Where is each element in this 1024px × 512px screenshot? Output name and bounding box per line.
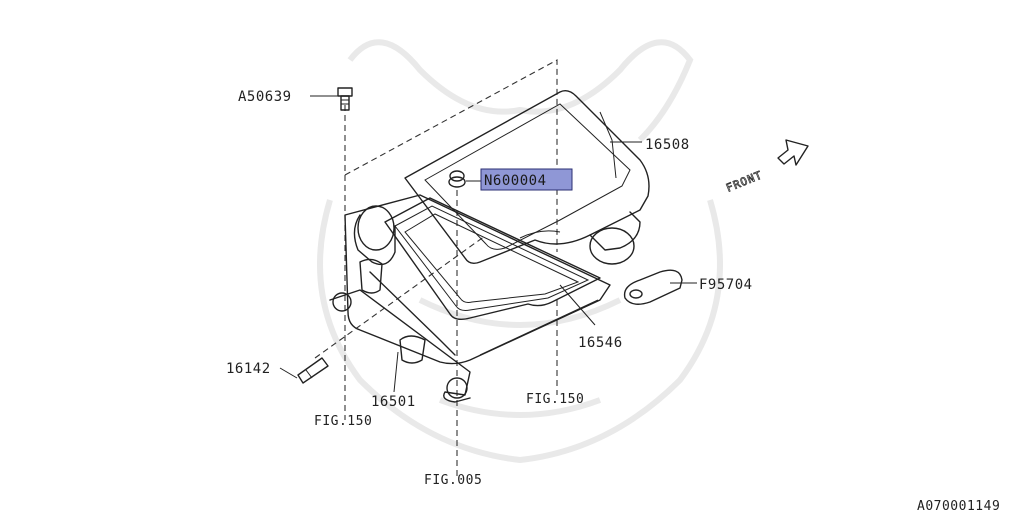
callout-case[interactable]: 16501 xyxy=(371,394,416,410)
fig-reference-bottom[interactable]: FIG.005 xyxy=(424,473,482,488)
bolt-part xyxy=(337,87,353,111)
highlight-box[interactable] xyxy=(480,168,573,191)
watermark-emblem xyxy=(317,39,723,464)
front-direction-indicator: FRONT xyxy=(724,139,809,195)
drawing-number: A070001149 xyxy=(917,499,1000,512)
callout-clip[interactable]: F95704 xyxy=(699,277,753,293)
callout-element[interactable]: 16546 xyxy=(578,335,623,351)
air-cleaner-case xyxy=(329,194,611,403)
nut-part xyxy=(448,170,466,188)
callout-bolt[interactable]: A50639 xyxy=(238,89,292,105)
air-cleaner-cover xyxy=(404,89,650,265)
callout-nut[interactable]: N600004 xyxy=(484,173,547,189)
fig-reference-left[interactable]: FIG.150 xyxy=(314,414,372,429)
callout-cover[interactable]: 16508 xyxy=(645,137,690,153)
clip-part xyxy=(623,269,683,305)
pin-part xyxy=(297,357,329,384)
callout-pin[interactable]: 16142 xyxy=(226,361,271,377)
phantom-outline xyxy=(314,59,558,480)
leader-lines xyxy=(279,95,697,393)
front-label: FRONT xyxy=(724,168,764,194)
air-filter-element xyxy=(384,197,601,321)
fig-reference-right[interactable]: FIG.150 xyxy=(526,392,584,407)
